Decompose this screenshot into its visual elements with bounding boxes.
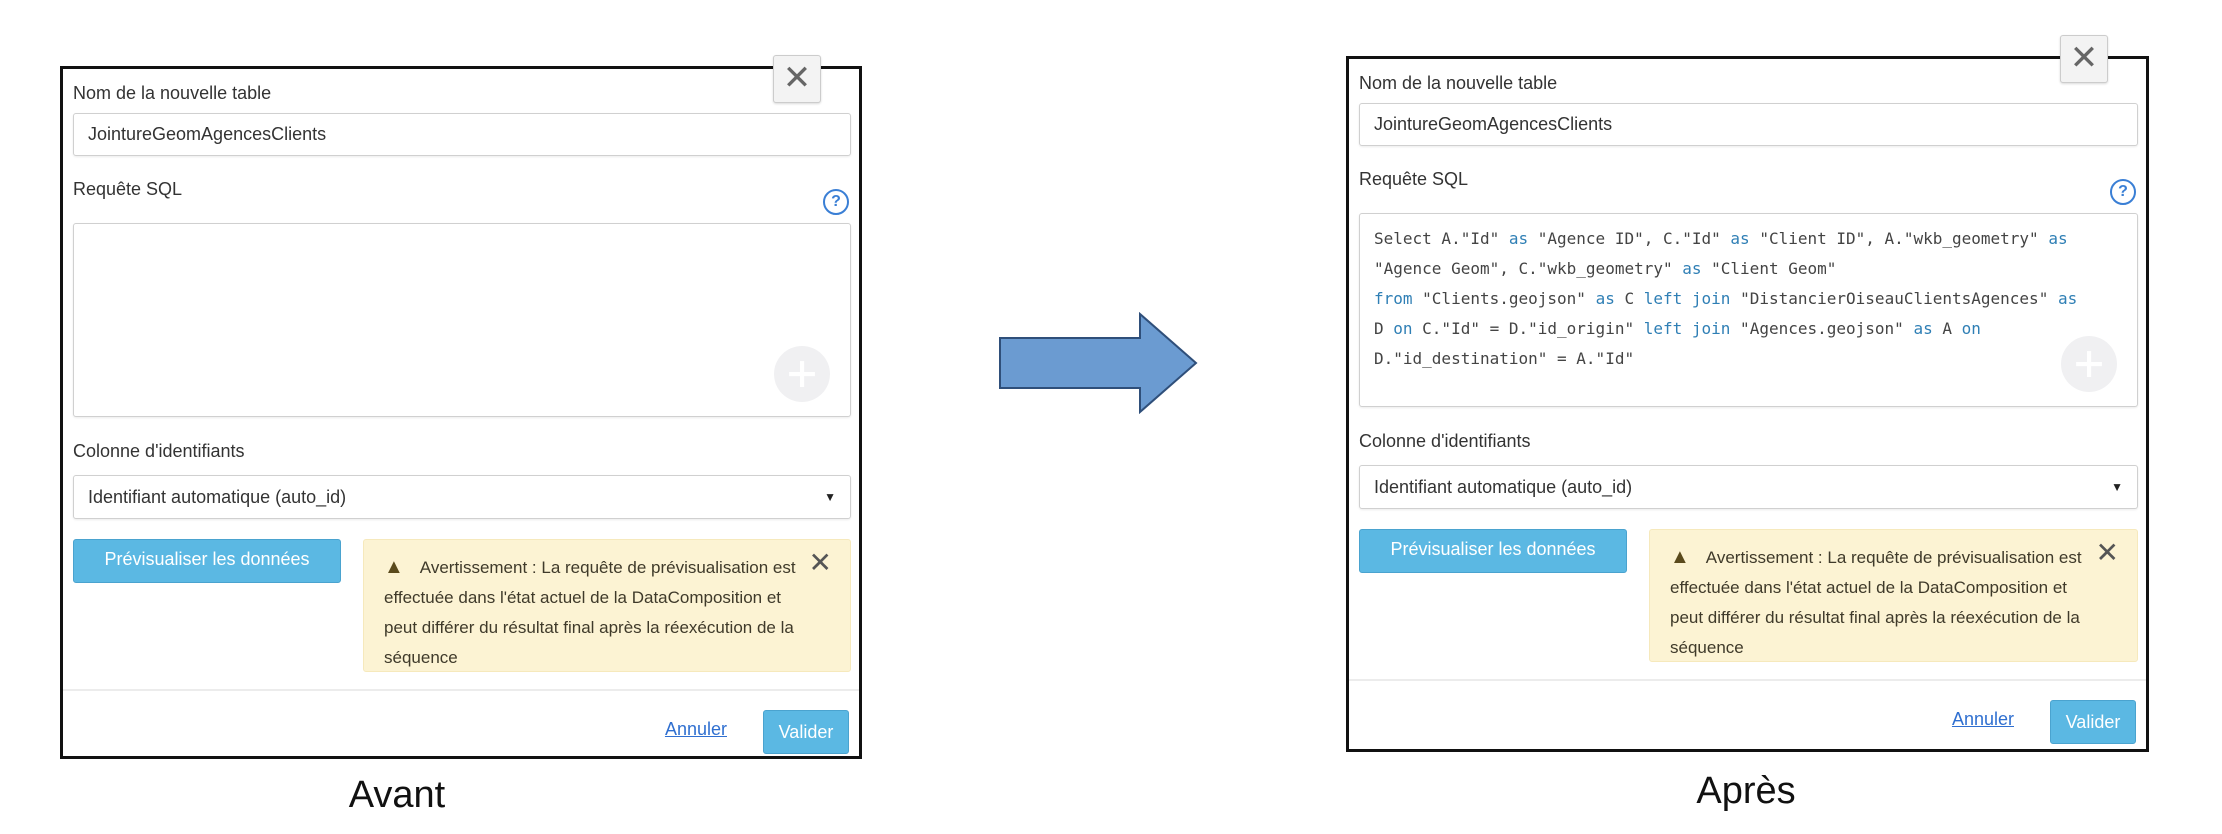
cancel-link[interactable]: Annuler (1951, 709, 2014, 729)
footer-divider (1349, 679, 2146, 681)
caret-down-icon: ▼ (824, 490, 836, 504)
warning-alert: ▲Avertissement : La requête de prévisual… (363, 539, 851, 672)
sql-text: "Agences.geojson" (1730, 319, 1914, 338)
id-column-select[interactable]: Identifiant automatique (auto_id) ▼ (73, 475, 851, 519)
close-warning-icon[interactable]: ✕ (808, 547, 832, 578)
dialog-after: ✕ Nom de la nouvelle table JointureGeomA… (1346, 35, 2149, 752)
validate-button[interactable]: Valider (2050, 700, 2136, 744)
caret-down-icon: ▼ (2111, 480, 2123, 494)
sql-text: "Agence ID", C."Id" (1528, 229, 1731, 248)
sql-label: Requête SQL (1359, 169, 1469, 189)
table-name-label: Nom de la nouvelle table (73, 83, 272, 103)
close-warning-icon[interactable]: ✕ (2095, 537, 2119, 568)
sql-keyword: on (1393, 319, 1413, 338)
sql-keyword: on (1961, 319, 1981, 338)
dialog-before: ✕ Nom de la nouvelle table JointureGeomA… (60, 55, 862, 759)
help-icon[interactable]: ? (2110, 179, 2136, 205)
id-column-select[interactable]: Identifiant automatique (auto_id) ▼ (1359, 465, 2138, 509)
sql-keyword: from (1374, 289, 1413, 308)
sql-code: Select A."Id" as "Agence ID", C."Id" as … (1374, 224, 2123, 374)
validate-button[interactable]: Valider (763, 710, 849, 754)
sql-keyword: as (2048, 229, 2068, 248)
sql-line: "Agence Geom", C."wkb_geometry" as "Clie… (1374, 254, 2123, 284)
id-column-label: Colonne d'identifiants (1359, 431, 1531, 451)
footer-divider (63, 689, 859, 691)
warning-text: Avertissement : La requête de prévisuali… (1670, 548, 2082, 657)
warning-icon: ▲ (1670, 546, 1690, 568)
sql-text: D (1374, 319, 1394, 338)
table-name-input[interactable]: JointureGeomAgencesClients (1359, 103, 2138, 146)
sql-text: "Client ID", A."wkb_geometry" (1749, 229, 2049, 248)
sql-keyword: as (1730, 229, 1750, 248)
right-arrow-icon (999, 312, 1198, 414)
sql-keyword: as (1682, 259, 1702, 278)
sql-text: "Client Geom" (1701, 259, 1837, 278)
sql-text: C (1614, 289, 1644, 308)
sql-keyword: as (1508, 229, 1529, 248)
sql-line: Select A."Id" as "Agence ID", C."Id" as … (1374, 224, 2123, 254)
warning-text: Avertissement : La requête de prévisuali… (384, 558, 796, 667)
cancel-link[interactable]: Annuler (664, 719, 727, 739)
table-name-input[interactable]: JointureGeomAgencesClients (73, 113, 851, 156)
sql-query-textarea[interactable]: Select A."Id" as "Agence ID", C."Id" as … (1359, 213, 2138, 407)
sql-query-textarea[interactable]: + (73, 223, 851, 417)
help-icon[interactable]: ? (823, 189, 849, 215)
preview-data-button[interactable]: Prévisualiser les données (1359, 529, 1627, 573)
id-column-value: Identifiant automatique (auto_id) (1374, 477, 1633, 497)
sql-text: A (1932, 319, 1962, 338)
warning-alert: ▲Avertissement : La requête de prévisual… (1649, 529, 2138, 662)
sql-text: "DistancierOiseauClientsAgences" (1730, 289, 2058, 308)
preview-data-button[interactable]: Prévisualiser les données (73, 539, 341, 583)
sql-text: Select A."Id" (1374, 229, 1509, 248)
sql-keyword: as (1913, 319, 1933, 338)
sql-line: D on C."Id" = D."id_origin" left join "A… (1374, 314, 2123, 344)
id-column-label: Colonne d'identifiants (73, 441, 245, 461)
sql-label: Requête SQL (73, 179, 183, 199)
table-name-label: Nom de la nouvelle table (1359, 73, 1558, 93)
sql-line: D."id_destination" = A."Id" (1374, 344, 2123, 374)
sql-text: "Agence Geom", C."wkb_geometry" (1374, 259, 1683, 278)
close-button[interactable]: ✕ (2060, 35, 2108, 83)
sql-keyword: as (2057, 289, 2078, 308)
warning-icon: ▲ (384, 556, 404, 578)
sql-text: C."Id" = D."id_origin" (1412, 319, 1644, 338)
caption-before: Avant (348, 774, 446, 816)
id-column-value: Identifiant automatique (auto_id) (88, 487, 347, 507)
plus-icon[interactable]: + (2061, 336, 2117, 392)
sql-text: "Clients.geojson" (1412, 289, 1596, 308)
close-button[interactable]: ✕ (773, 55, 821, 103)
sql-keyword: left join (1643, 289, 1731, 308)
sql-text: D."id_destination" = A."Id" (1374, 349, 1635, 368)
plus-icon[interactable]: + (774, 346, 830, 402)
sql-keyword: as (1595, 289, 1615, 308)
sql-keyword: left join (1643, 319, 1731, 338)
caption-after: Après (1696, 770, 1796, 812)
sql-line: from "Clients.geojson" as C left join "D… (1374, 284, 2123, 314)
